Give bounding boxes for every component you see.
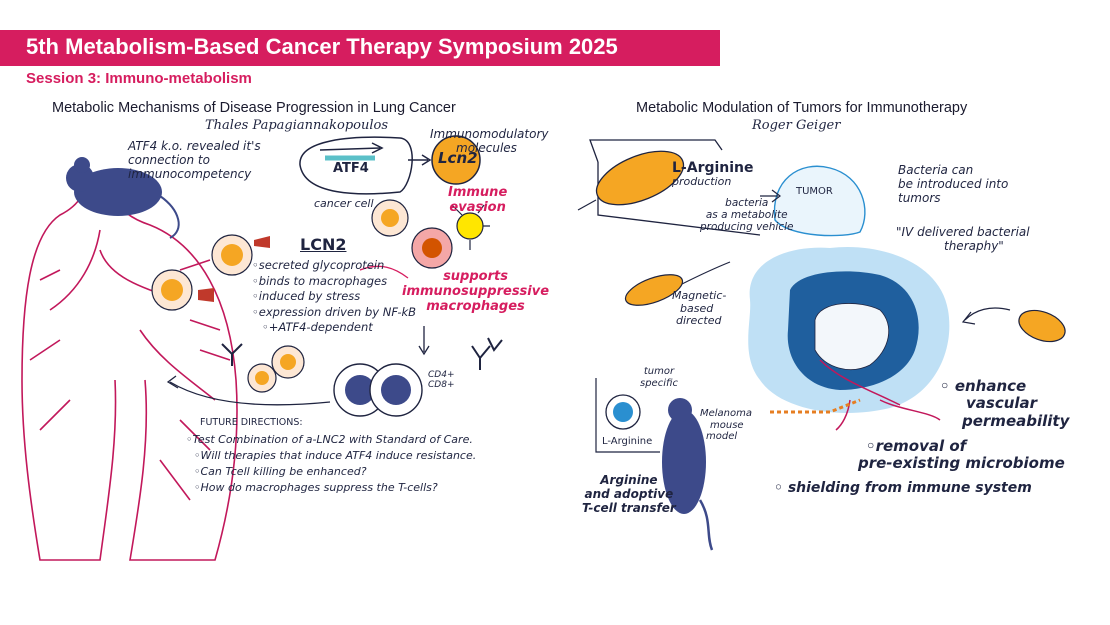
lcn2-point: +ATF4-dependent <box>252 320 416 336</box>
lcn2-point: induced by stress <box>252 289 416 305</box>
macrophage-cells <box>151 234 305 393</box>
cancer-cell-label: cancer cell <box>314 197 374 210</box>
left-panel-author: Thales Papagiannakopoulos <box>205 118 389 133</box>
antibody-icons <box>221 337 503 370</box>
lcn2-point: secreted glycoprotein <box>252 258 416 274</box>
lcn2-points-list: secreted glycoprotein binds to macrophag… <box>252 258 416 336</box>
effect-shielding: ◦ shielding from immune system <box>774 480 1032 496</box>
large-tumor-illustration <box>748 246 950 431</box>
arginine-production-label: L-Arginine production <box>672 160 754 189</box>
t-cell-icon-bottom <box>595 378 660 453</box>
right-panel-title: Metabolic Modulation of Tumors for Immun… <box>636 100 968 116</box>
mouse-silhouette-icon <box>66 157 180 239</box>
bullet-icon: ◦ <box>940 377 955 395</box>
lcn2-molecule-icon <box>431 135 481 185</box>
melanoma-mouse-silhouette-icon <box>662 398 714 551</box>
cd-label: CD4+ CD8+ <box>428 370 455 391</box>
effect-microbiome: ◦removal of pre-existing microbiome <box>858 437 1065 473</box>
symposium-title: 5th Metabolism-Based Cancer Therapy Symp… <box>26 34 618 59</box>
bacteria-note: Bacteria can be introduced into tumors <box>898 163 1009 205</box>
atf4-note: ATF4 k.o. revealed it's connection to im… <box>128 139 261 181</box>
title-banner: 5th Metabolism-Based Cancer Therapy Symp… <box>0 30 720 66</box>
melanoma-label: Melanoma mouse model <box>700 408 753 442</box>
future-directions-title: FUTURE DIRECTIONS: <box>200 417 303 428</box>
future-directions-list: Test Combination of a-LNC2 with Standard… <box>186 432 477 496</box>
lung-illustration <box>21 169 238 561</box>
atf4-gene-box <box>299 136 432 195</box>
bacterium-icon-left <box>624 261 731 306</box>
bullet-icon: ◦ <box>774 480 788 496</box>
tumor-label: TUMOR <box>796 186 833 197</box>
future-point: How do macrophages suppress the T-cells? <box>186 480 476 496</box>
iv-note: "IV delivered bacterial theraphy" <box>896 225 1030 253</box>
atf4-label: ATF4 <box>333 161 369 176</box>
effect-vascular: ◦ enhance vascular permeability <box>940 377 1070 430</box>
small-tumor-icon <box>760 165 866 237</box>
vehicle-label: bacteria as a metabolite producing vehic… <box>700 197 794 234</box>
immune-evasion-label: Immune evasion <box>448 185 508 215</box>
left-panel-title: Metabolic Mechanisms of Disease Progress… <box>52 100 456 116</box>
future-point: Test Combination of a-LNC2 with Standard… <box>186 432 476 448</box>
immune-cells-cluster <box>371 199 490 269</box>
tumor-specific-label: tumor specific <box>640 366 678 389</box>
future-point: Can Tcell killing be enhanced? <box>186 464 476 480</box>
future-point: Will therapies that induce ATF4 induce r… <box>186 448 477 464</box>
bacterium-icon-right <box>961 307 1066 343</box>
l-arginine-label: L-Arginine <box>602 436 653 447</box>
lcn2-point: expression driven by NF-kB <box>252 305 416 321</box>
session-label: Session 3: Immuno-metabolism <box>26 70 252 87</box>
magnetic-label: Magnetic- based directed <box>672 289 727 328</box>
immunomodulatory-label: Immunomodulatory molecules <box>430 127 549 155</box>
right-panel-author: Roger Geiger <box>752 118 841 133</box>
lcn2-point: binds to macrophages <box>252 274 416 290</box>
lcn2-title: LCN2 <box>300 235 347 254</box>
lcn2-circle-label: Lcn2 <box>438 149 478 167</box>
arginine-transfer-label: Arginine and adoptive T-cell transfer <box>582 473 676 515</box>
supports-label: supports immunosuppressive macrophages <box>402 269 550 314</box>
t-cells-icon <box>333 363 423 417</box>
bullet-icon: ◦ <box>866 437 876 455</box>
bacterium-icon-top <box>577 139 761 236</box>
